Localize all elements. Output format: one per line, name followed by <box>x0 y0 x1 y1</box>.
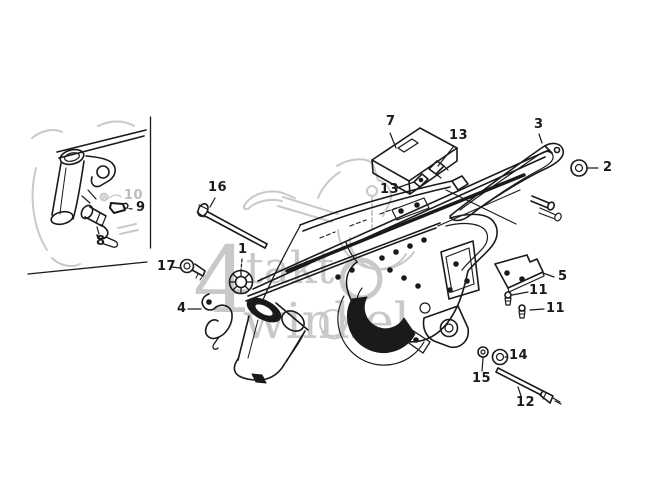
part-11-screw-lower <box>518 304 526 319</box>
part-label-14: 14 <box>509 348 529 363</box>
part-label-4: 4 <box>177 301 187 316</box>
part-label-11-upper: 11 <box>529 283 549 298</box>
frame-main-beam <box>245 149 550 302</box>
part-16-bolt <box>196 203 268 249</box>
part-4-stay <box>201 293 233 350</box>
part-9-hook <box>109 202 129 214</box>
part-12-bolt <box>495 367 562 405</box>
part-label-11-lower: 11 <box>546 301 566 316</box>
steering-head-inset <box>27 116 152 275</box>
part-label-2: 2 <box>603 160 613 175</box>
part-label-8: 8 <box>96 234 106 249</box>
frame-line-art <box>27 116 599 405</box>
part-7-box <box>371 127 458 195</box>
part-label-12: 12 <box>516 395 536 410</box>
part-label-15: 15 <box>472 371 492 386</box>
frame-down-tube <box>233 297 309 384</box>
part-label-16: 16 <box>208 180 228 195</box>
part-label-10: 10 <box>124 188 144 203</box>
part-13-clip-lower <box>413 173 429 188</box>
leader-lines <box>96 132 599 397</box>
part-label-9: 9 <box>136 200 146 215</box>
part-11-screw-upper <box>504 291 512 306</box>
part-13-clip-upper <box>428 160 449 179</box>
part-label-3: 3 <box>534 117 544 132</box>
rear-carrier <box>437 142 565 227</box>
part-label-13-upper: 13 <box>449 128 469 143</box>
part-label-17: 17 <box>157 259 177 274</box>
part-label-7: 7 <box>386 114 396 129</box>
part-15-washer <box>477 346 489 358</box>
frame-upper-rail <box>299 180 453 239</box>
part-label-5: 5 <box>558 269 568 284</box>
part-10-screw-faded <box>99 192 122 202</box>
part-label-13-lower: 13 <box>380 182 400 197</box>
part-2-cap <box>570 159 588 177</box>
faded-bike-silhouette <box>31 120 415 340</box>
part-8-bolt-bracket <box>80 204 119 248</box>
part-17-bolt <box>179 258 206 281</box>
part-label-1: 1 <box>238 242 248 257</box>
watermark-numeral: 4 <box>193 227 252 334</box>
part-5-plate <box>494 254 545 293</box>
frame-rear-body <box>335 213 498 366</box>
